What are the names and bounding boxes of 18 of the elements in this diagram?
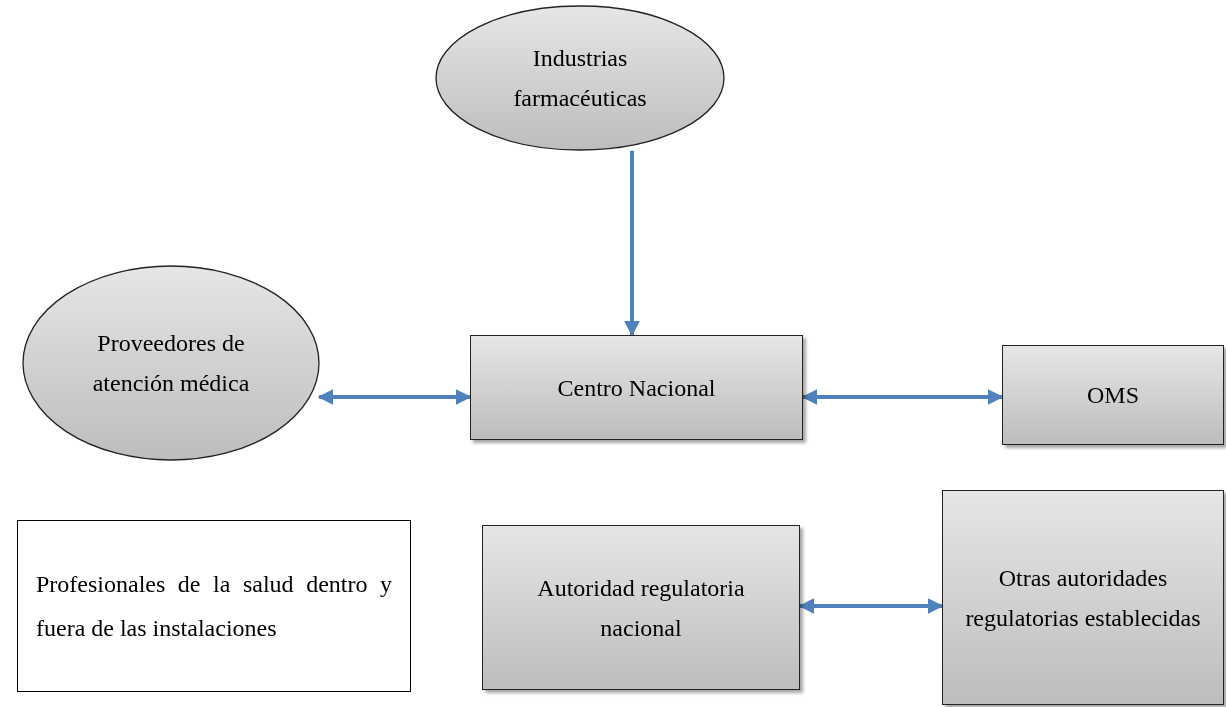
node-label: Industrias farmacéuticas: [512, 44, 648, 113]
process-box: [482, 525, 800, 690]
ellipse-node: [435, 5, 725, 151]
arrow: [801, 389, 1004, 405]
arrow: [624, 150, 640, 337]
process-box: [942, 490, 1224, 705]
text-box: [17, 520, 411, 692]
node-label: Autoridad regulatoria nacional: [536, 573, 746, 643]
arrow: [798, 598, 944, 614]
node-label: OMS: [1087, 381, 1139, 410]
node-label: Centro Nacional: [557, 373, 716, 403]
process-box: [1002, 345, 1224, 445]
node-label: Proveedores de atención médica: [91, 329, 251, 398]
process-box: [470, 335, 803, 440]
node-label: Profesionales de la salud dentro y fuera de las instalaciones: [36, 570, 392, 643]
arrow: [317, 389, 472, 405]
ellipse-node: [22, 265, 320, 461]
node-label: Otras autoridades regulatorias establecidas: [964, 563, 1202, 633]
